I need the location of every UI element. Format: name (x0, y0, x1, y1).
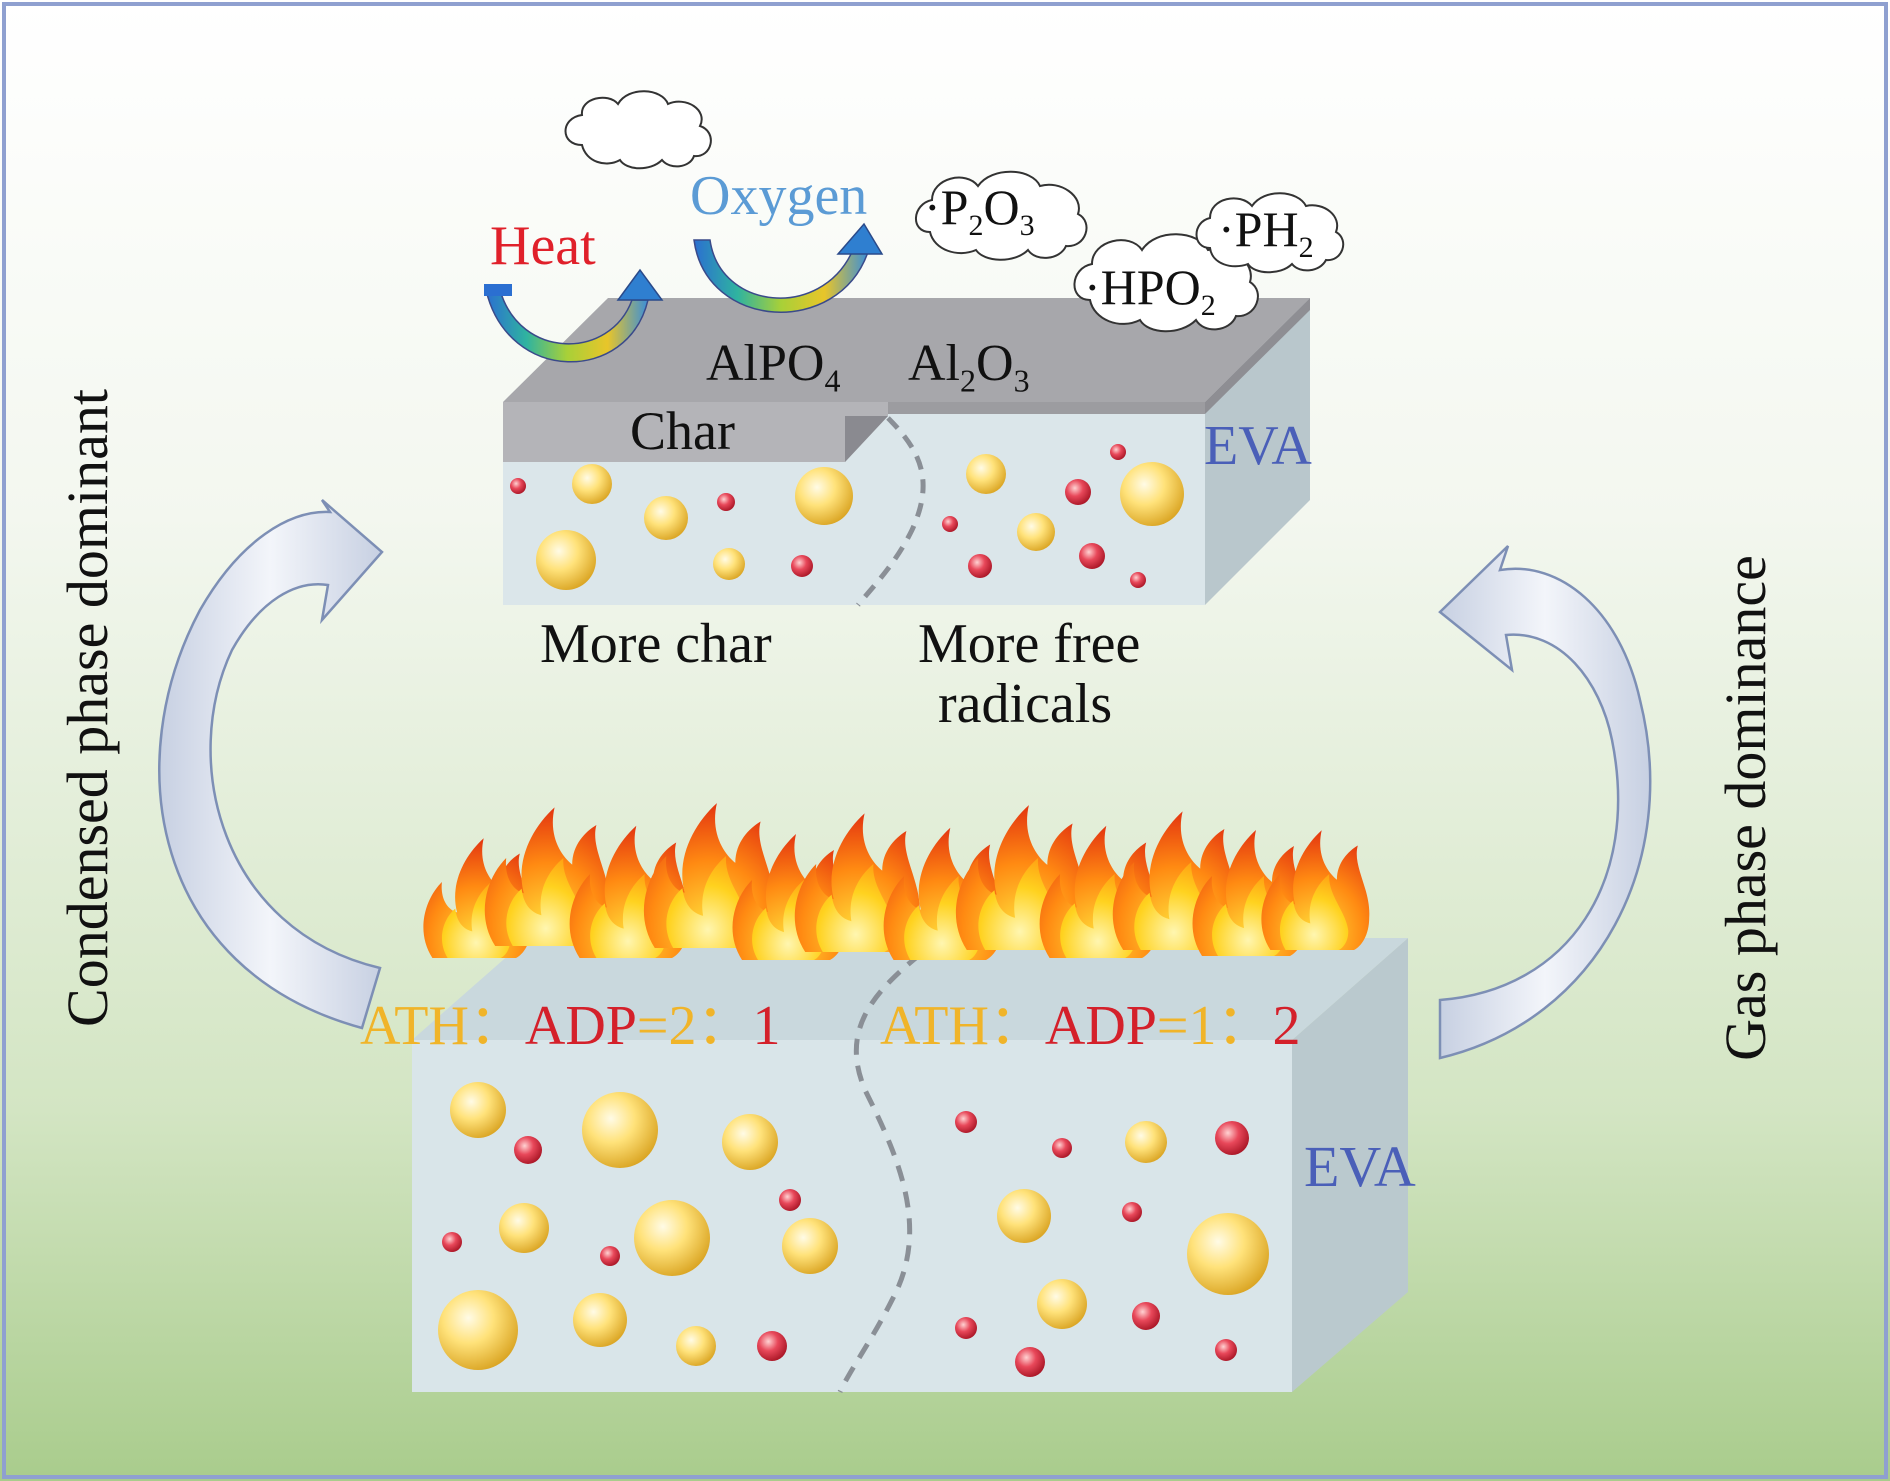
ratio-right-ath: ATH (880, 995, 989, 1057)
ratio-left-sep2: ： (696, 995, 753, 1057)
char-label: Char (630, 401, 735, 461)
alpo4-label: AlPO4 (706, 335, 841, 399)
ratio-right-sep: ： (988, 995, 1045, 1057)
top-eva-label: EVA (1204, 415, 1312, 477)
gas-phase-label: Gas phase dominance (1713, 555, 1778, 1061)
ratio-left-num: 1 (752, 995, 781, 1057)
ratio-right-adp: ADP (1044, 995, 1157, 1057)
ratio-right-eq: =1 (1156, 995, 1217, 1057)
radical-cloud-p2o3 (915, 170, 1088, 261)
bottom-block-particles (438, 1082, 1269, 1377)
alpo4-sub: 4 (824, 362, 841, 399)
more-free-radicals-line1: More free (918, 613, 1141, 675)
al2o3-s2: 3 (1013, 362, 1030, 399)
radical-hpo2-dot: · (1084, 259, 1101, 315)
ratio-right-sep2: ： (1216, 995, 1273, 1057)
al2o3-p2: O (976, 335, 1014, 392)
radical-p2o3-label: ·P2O3 (924, 182, 1035, 241)
ratio-left-label: ATH：ADP=2：1 (360, 998, 781, 1054)
al2o3-p1: Al (908, 335, 960, 392)
radical-cloud-ph2 (1195, 192, 1345, 274)
radical-ph2-p1: PH (1234, 201, 1299, 257)
gas-phase-arrow-icon (1438, 545, 1652, 1060)
ratio-left-sep: ： (468, 995, 525, 1057)
condensed-phase-label: Condensed phase dominant (55, 389, 120, 1027)
oxygen-label: Oxygen (690, 165, 868, 227)
radical-p2o3-s1: 2 (968, 209, 984, 242)
heat-label: Heat (490, 215, 596, 277)
bottom-eva-label: EVA (1304, 1134, 1416, 1199)
top-block-particles (510, 444, 1184, 590)
alpo4-base: AlPO (706, 335, 825, 392)
more-char-label: More char (540, 613, 772, 675)
radical-ph2-dot: · (1218, 201, 1235, 257)
cloud-icon (564, 90, 712, 170)
radical-ph2-label: ·PH2 (1218, 204, 1314, 263)
ratio-right-num: 2 (1272, 995, 1301, 1057)
radical-p2o3-dot: · (924, 179, 941, 235)
radical-p2o3-p2: O (983, 179, 1020, 235)
ratio-left-eq: =2 (636, 995, 697, 1057)
al2o3-label: Al2O3 (908, 335, 1030, 399)
oxygen-arrow-icon (693, 222, 884, 313)
radical-hpo2-s1: 2 (1200, 289, 1216, 322)
radical-p2o3-p1: P (940, 179, 969, 235)
heat-arrow-icon (484, 268, 664, 363)
ratio-left-adp: ADP (524, 995, 637, 1057)
condensed-phase-arrow-icon (158, 499, 384, 1030)
radical-hpo2-label: ·HPO2 (1084, 262, 1216, 321)
radical-hpo2-p1: HPO (1100, 259, 1201, 315)
radical-cloud-hpo2 (1073, 233, 1259, 333)
ratio-left-ath: ATH (360, 995, 469, 1057)
al2o3-s1: 2 (960, 362, 976, 399)
radical-p2o3-s2: 3 (1019, 209, 1035, 242)
ratio-right-label: ATH：ADP=1：2 (880, 998, 1301, 1054)
more-free-radicals-line2: radicals (938, 673, 1113, 735)
radical-ph2-s1: 2 (1298, 231, 1314, 264)
